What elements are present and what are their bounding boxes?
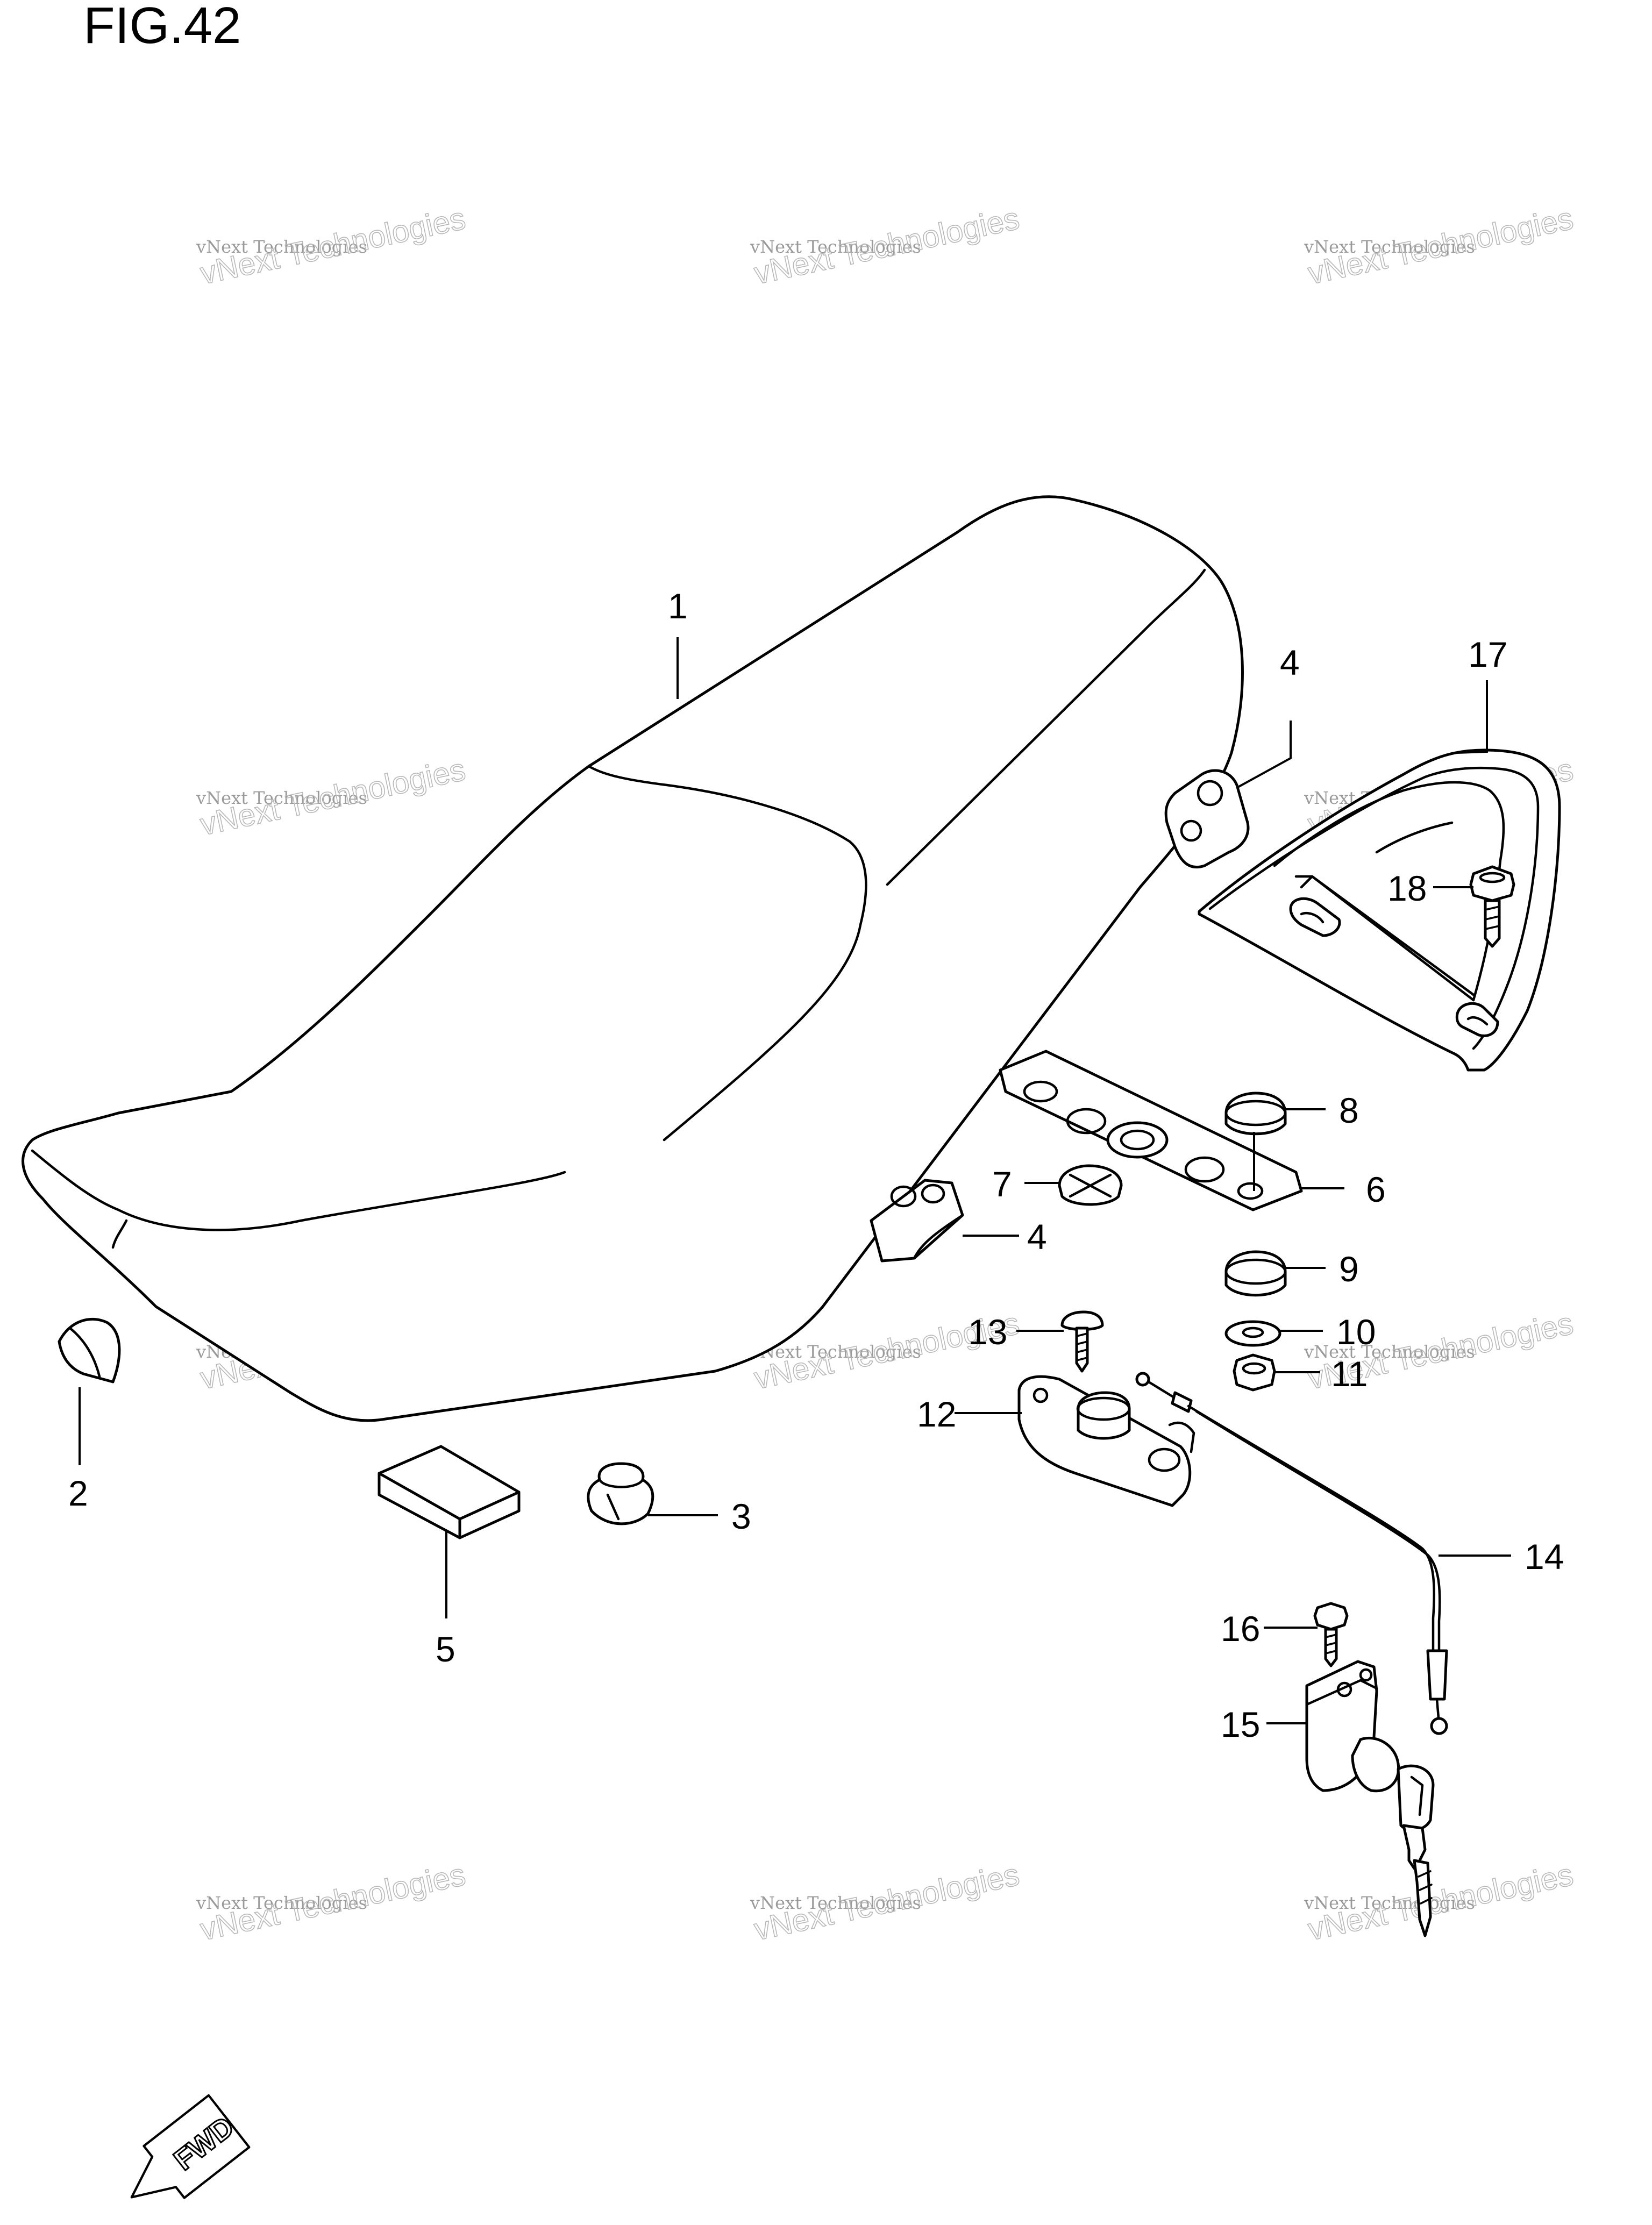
part-cable-14 bbox=[1135, 1372, 1448, 1735]
callout-15: 15 bbox=[1221, 1705, 1260, 1744]
watermark-text: vNext Technologies bbox=[1304, 1893, 1475, 1913]
callout-5: 5 bbox=[436, 1629, 455, 1669]
part-cushion-4-upper bbox=[1164, 769, 1250, 869]
part-tray-5 bbox=[378, 1445, 521, 1539]
leader-4a bbox=[1236, 721, 1292, 789]
watermark: vNext Technologies vNext Technologies bbox=[196, 201, 469, 292]
callout-12: 12 bbox=[917, 1394, 956, 1434]
callout-17: 17 bbox=[1468, 634, 1507, 674]
part-cushion-2 bbox=[58, 1317, 121, 1384]
watermark: vNext Technologies vNext Technologies bbox=[750, 201, 1023, 292]
callout-4-lower: 4 bbox=[1027, 1217, 1047, 1257]
watermark-text: vNext Technologies bbox=[1304, 1342, 1475, 1362]
callout-13: 13 bbox=[968, 1312, 1007, 1352]
leader-lines bbox=[79, 637, 1511, 1724]
part-washer-10 bbox=[1224, 1320, 1281, 1347]
leader-17 bbox=[1457, 680, 1488, 754]
part-nut-3 bbox=[587, 1462, 654, 1525]
part-lock-15 bbox=[1305, 1660, 1435, 1937]
watermark-text: vNext Technologies bbox=[1304, 237, 1475, 257]
callout-8: 8 bbox=[1339, 1090, 1359, 1130]
callout-14: 14 bbox=[1525, 1537, 1564, 1577]
part-screw-13 bbox=[1060, 1310, 1104, 1373]
part-bracket-6 bbox=[999, 1050, 1303, 1211]
part-seat-lock-12 bbox=[1017, 1375, 1195, 1507]
watermark-text: vNext Technologies bbox=[196, 1893, 367, 1913]
part-bolt-18 bbox=[1469, 865, 1515, 948]
callout-7: 7 bbox=[992, 1164, 1012, 1204]
watermark-text: vNext Technologies bbox=[750, 237, 921, 257]
watermark: vNext Technologies vNext Technologies bbox=[1304, 1857, 1577, 1948]
callout-labels: 1 2 3 4 4 5 6 7 8 9 10 11 12 13 14 15 16… bbox=[68, 586, 1564, 1744]
callout-3: 3 bbox=[731, 1496, 751, 1536]
watermark: vNext Technologies vNext Technologies bbox=[1304, 201, 1577, 292]
watermark: vNext Technologies vNext Technologies bbox=[196, 752, 469, 843]
callout-10: 10 bbox=[1336, 1312, 1376, 1352]
callout-9: 9 bbox=[1339, 1249, 1359, 1289]
callout-6: 6 bbox=[1366, 1169, 1386, 1209]
part-bolt-16 bbox=[1313, 1602, 1349, 1667]
part-grommet-7 bbox=[1058, 1164, 1123, 1206]
part-seat bbox=[22, 495, 1244, 1422]
figure-title: FIG.42 bbox=[83, 0, 241, 54]
watermark: vNext Technologies vNext Technologies bbox=[750, 1857, 1023, 1948]
callout-1: 1 bbox=[668, 586, 688, 626]
callout-18: 18 bbox=[1387, 868, 1427, 908]
watermark: vNext Technologies vNext Technologies bbox=[196, 1857, 469, 1948]
callout-4-upper: 4 bbox=[1280, 643, 1300, 682]
watermark-text: vNext Technologies bbox=[196, 237, 367, 257]
part-nut-11 bbox=[1233, 1353, 1276, 1392]
callout-2: 2 bbox=[68, 1473, 88, 1513]
watermark-text: vNext Technologies bbox=[750, 1893, 921, 1913]
part-cushion-4-lower bbox=[870, 1179, 964, 1263]
part-washer-9 bbox=[1224, 1250, 1287, 1297]
part-washer-8 bbox=[1224, 1092, 1287, 1136]
part-rear-cover-17 bbox=[1198, 748, 1561, 1072]
callout-11: 11 bbox=[1331, 1354, 1368, 1394]
callout-16: 16 bbox=[1221, 1609, 1260, 1649]
fwd-arrow-icon: FWD bbox=[130, 2094, 251, 2199]
watermark-text: vNext Technologies bbox=[196, 788, 367, 808]
